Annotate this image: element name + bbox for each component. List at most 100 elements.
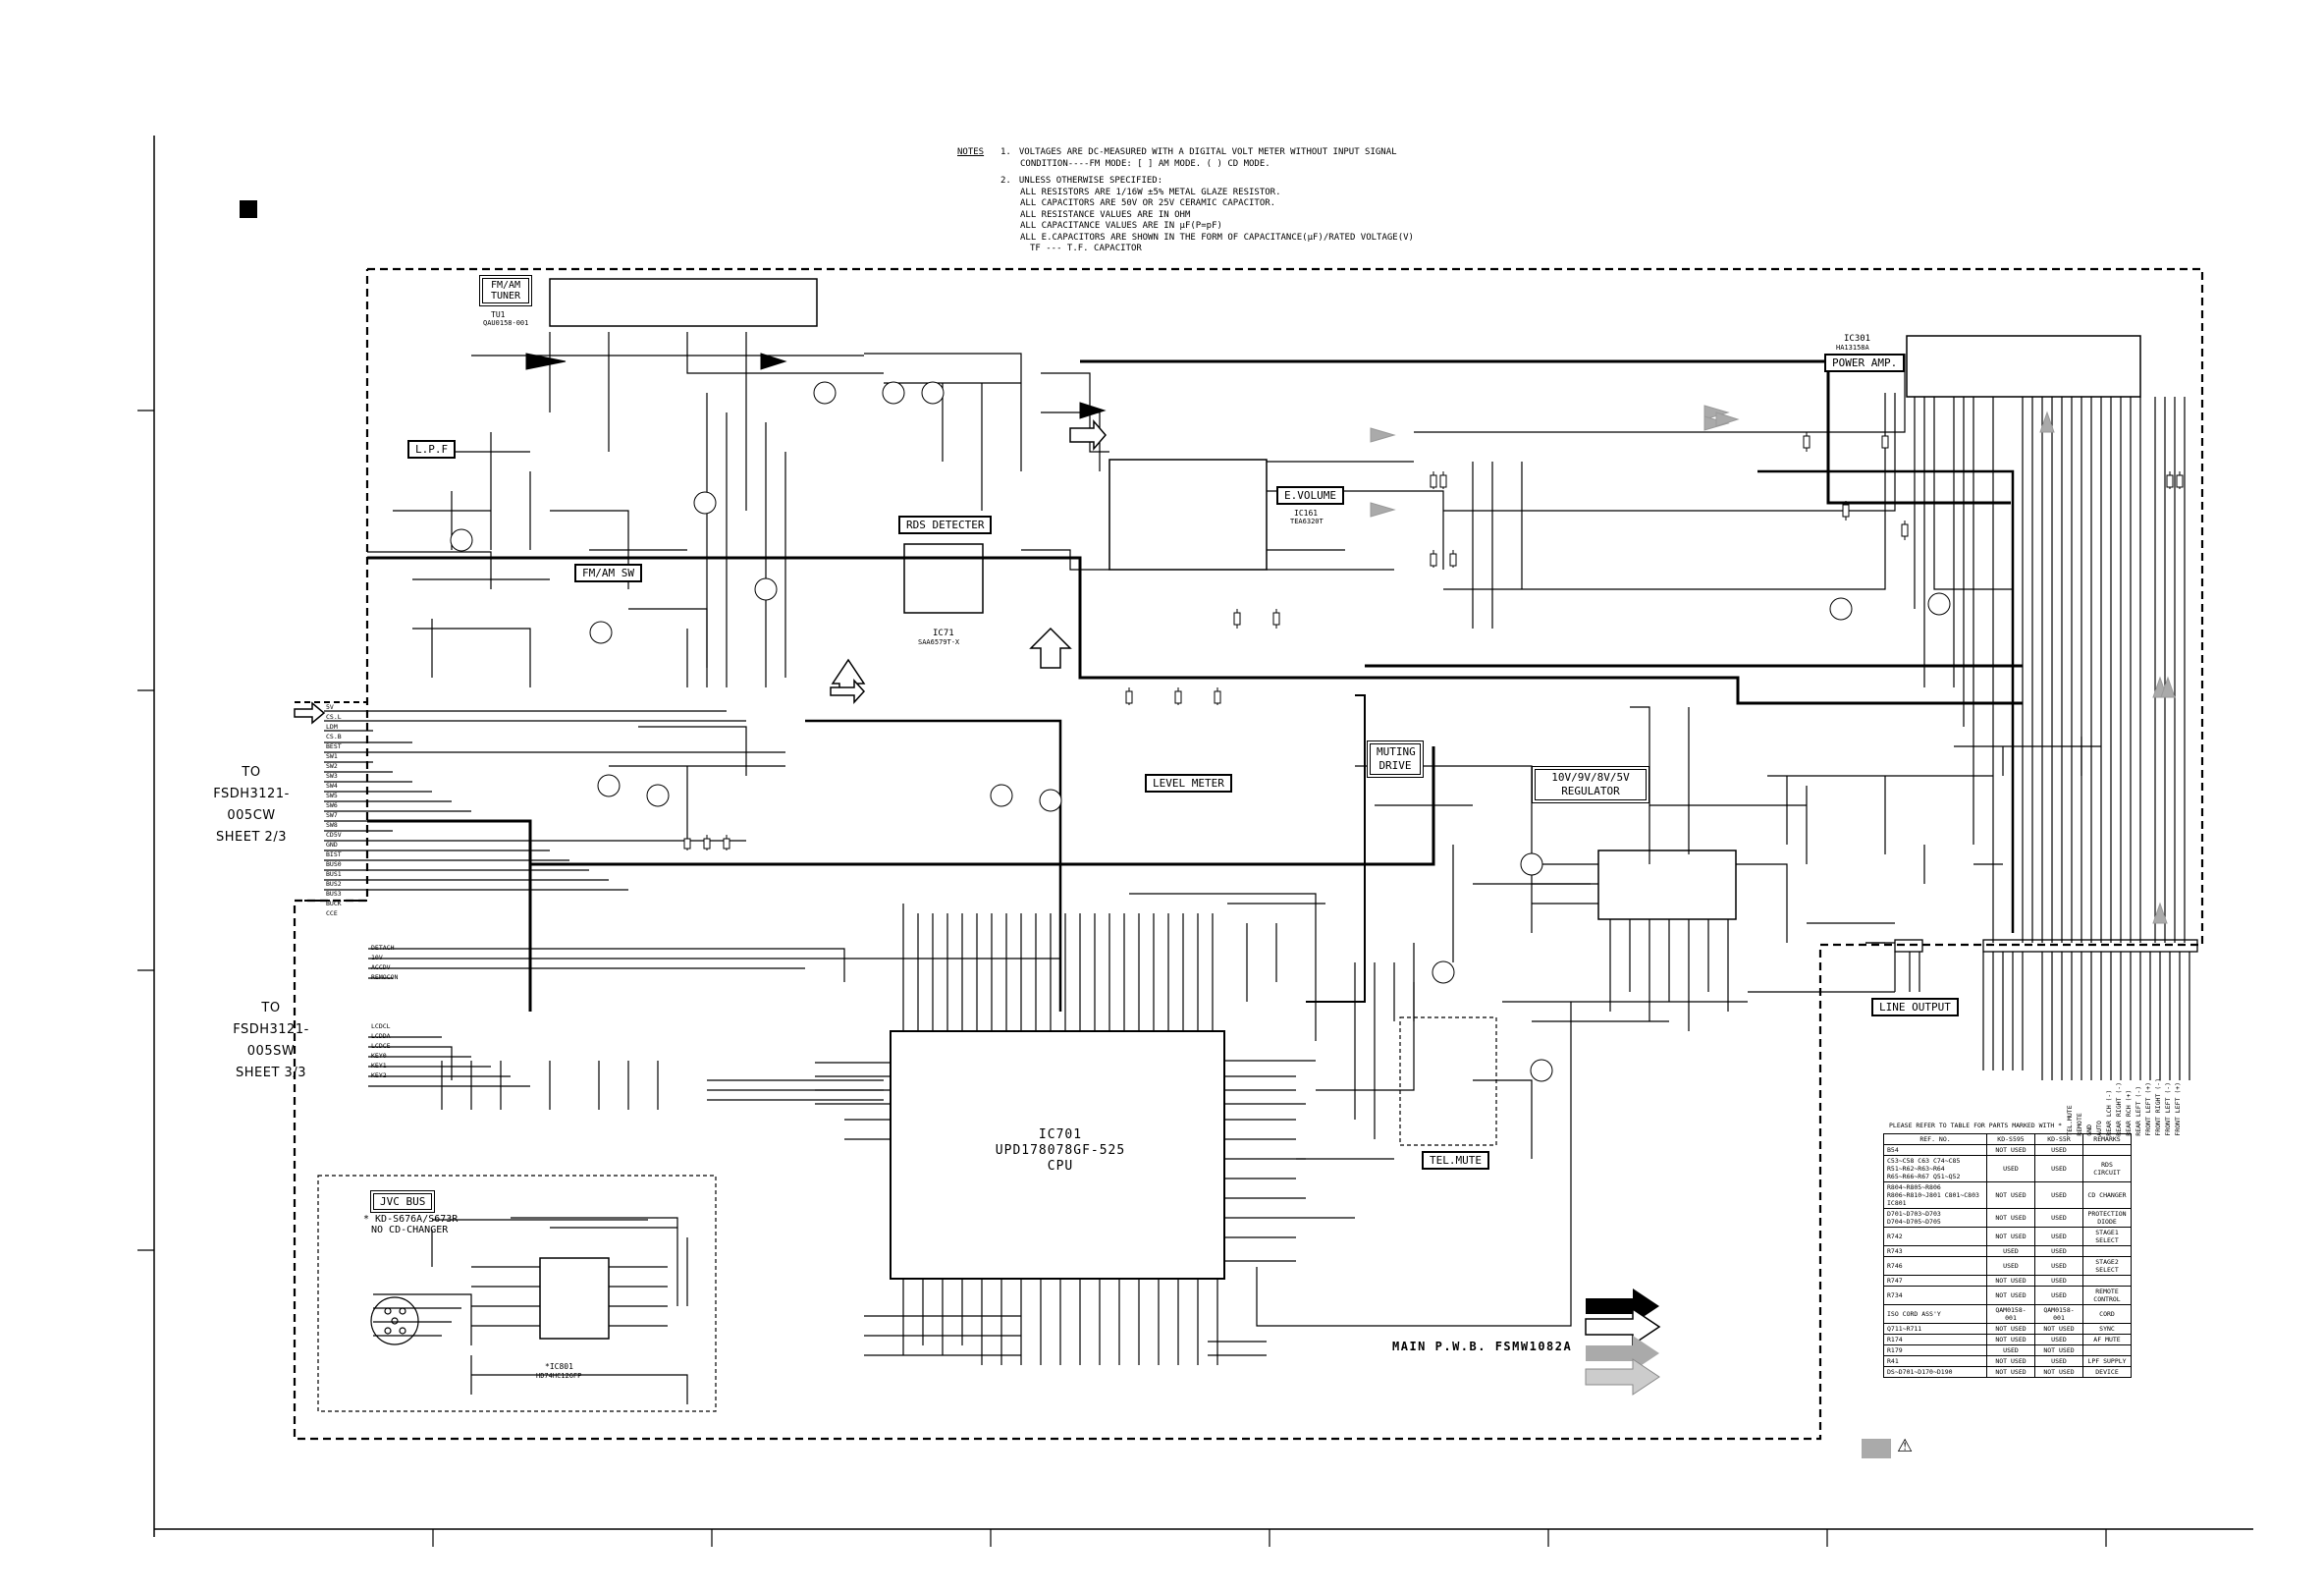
output-pin: FRONT LEFT (+)	[2174, 1081, 2182, 1136]
table-cell: SYNC	[2082, 1323, 2132, 1335]
table-cell: USED	[2034, 1355, 2083, 1367]
table-cell: USED	[2034, 1208, 2083, 1228]
parts-table-note: PLEASE REFER TO TABLE FOR PARTS MARKED W…	[1889, 1122, 2063, 1129]
note-line: ALL RESISTORS ARE 1/16W ±5% METAL GLAZE …	[1020, 187, 1281, 197]
table-cell: NOT USED	[2034, 1323, 2083, 1335]
tuner-label: FM/AM TUNER	[479, 275, 532, 306]
cpu-label: IC701 UPD178078GF-525 CPU	[982, 1127, 1139, 1175]
connector-pin: LCDDA	[371, 1032, 391, 1040]
power-ic-ref: IC301	[1844, 334, 1871, 344]
table-cell: NOT USED	[1986, 1366, 2035, 1378]
connector-pin: LCDCL	[371, 1022, 391, 1030]
table-cell: C53~C58 C63 C74~C85 R51~R62~R63~R64 R65~…	[1883, 1155, 1987, 1182]
note-num: 2.	[1000, 176, 1011, 186]
table-cell: R746	[1883, 1256, 1987, 1276]
connector-cn2-pins: DETACH 10V ACCDV REMOCON LCDCL LCDDA LCD…	[371, 943, 398, 1080]
table-cell: STAGE1 SELECT	[2082, 1227, 2132, 1246]
connector-pin: KEY0	[371, 1052, 387, 1060]
table-cell: R41	[1883, 1355, 1987, 1367]
muting-drive-label: MUTING DRIVE	[1367, 740, 1424, 778]
safety-grey-swatch	[1862, 1439, 1891, 1458]
cpu-part: UPD178078GF-525	[995, 1143, 1126, 1158]
table-cell: USED	[1986, 1155, 2035, 1182]
cpu-name: CPU	[1047, 1159, 1074, 1174]
ic801-ref: *IC801	[545, 1362, 573, 1371]
connector-pin: ACCDV	[371, 963, 391, 971]
table-cell: R747	[1883, 1275, 1987, 1287]
table-cell: R742	[1883, 1227, 1987, 1246]
sheet-ref-line: SHEET 2/3	[216, 830, 287, 845]
connector-pin: REMOCON	[371, 973, 399, 981]
table-cell	[2082, 1245, 2132, 1257]
table-cell: USED	[2034, 1286, 2083, 1305]
note-line: TF --- T.F. CAPACITOR	[1030, 244, 1142, 253]
table-header-cell: KD-S595	[1986, 1133, 2035, 1145]
output-pin: REAR RIGHT (-)	[2115, 1081, 2123, 1136]
table-cell: R734	[1883, 1286, 1987, 1305]
connector-pin: SW7	[326, 811, 338, 819]
note-line: ALL CAPACITANCE VALUES ARE IN µF(P=pF)	[1020, 221, 1222, 231]
table-row: R804~R805~R806 R806~R810~J801 C801~C803 …	[1883, 1181, 2132, 1209]
table-cell: STAGE2 SELECT	[2082, 1256, 2132, 1276]
table-row: C53~C58 C63 C74~C85 R51~R62~R63~R64 R65~…	[1883, 1155, 2132, 1182]
output-pin: FRONT LEFT (+)	[2144, 1081, 2152, 1136]
table-cell: USED	[2034, 1144, 2083, 1156]
table-cell: CD CHANGER	[2082, 1181, 2132, 1209]
output-pin: GND	[2085, 1124, 2093, 1136]
connector-pin: BUS0	[326, 860, 342, 868]
output-pin: REAR LEFT (-)	[2135, 1085, 2142, 1136]
table-cell: USED	[2034, 1181, 2083, 1209]
connector-pin: CS.L	[326, 713, 342, 721]
table-cell: NOT USED	[1986, 1323, 2035, 1335]
table-cell: REMOTE CONTROL	[2082, 1286, 2132, 1305]
table-cell: USED	[1986, 1344, 2035, 1356]
table-header-row: REF. NO. KD-S595 KD-S5R REMARKS	[1883, 1133, 2132, 1145]
notes-header: NOTES	[957, 147, 985, 157]
level-meter-label: LEVEL METER	[1145, 774, 1232, 793]
table-cell: NOT USED	[1986, 1355, 2035, 1367]
tuner-part: QAU0158-001	[483, 319, 529, 327]
rds-ic-part: SAA6579T-X	[918, 638, 960, 646]
output-pin: TEL.MUTE	[2066, 1105, 2074, 1136]
note-line: CONDITION----FM MODE: [ ] AM MODE. ( ) C…	[1020, 158, 1270, 169]
table-cell: USED	[2034, 1275, 2083, 1287]
connector-pin: SW4	[326, 782, 338, 790]
table-cell: R179	[1883, 1344, 1987, 1356]
output-pin: AUTO	[2095, 1121, 2103, 1136]
table-cell	[2082, 1144, 2132, 1156]
table-cell: R174	[1883, 1334, 1987, 1345]
cd-changer-note-1: * KD-S676A/S673R	[363, 1214, 459, 1225]
table-cell: QAM0158-001	[2034, 1304, 2083, 1324]
connector-pin: GND	[326, 841, 338, 849]
cpu-ref: IC701	[1038, 1127, 1083, 1142]
connector-pin: 5V	[326, 703, 334, 711]
connector-pin: LCDCE	[371, 1042, 391, 1050]
connector-pin: SW8	[326, 821, 338, 829]
table-cell: NOT USED	[1986, 1227, 2035, 1246]
connector-pin: SW3	[326, 772, 338, 780]
note-line: ALL E.CAPACITORS ARE SHOWN IN THE FORM O…	[1020, 232, 1414, 243]
evolume-ic-ref: IC161	[1294, 509, 1319, 518]
note-line: ALL CAPACITORS ARE 50V OR 25V CERAMIC CA…	[1020, 198, 1276, 208]
connector-pin: KEY2	[371, 1071, 387, 1079]
connector-pin: CCE	[326, 909, 338, 917]
sheet-ref-line: FSDH3121-005SW	[233, 1022, 309, 1059]
connector-pin: SW2	[326, 762, 338, 770]
table-cell	[2082, 1344, 2132, 1356]
table-cell: NOT USED	[1986, 1334, 2035, 1345]
table-cell: DEVICE	[2082, 1366, 2132, 1378]
table-header-cell: REF. NO.	[1883, 1133, 1987, 1145]
connector-pin: DETACH	[371, 944, 395, 952]
notes-block: NOTES 1.VOLTAGES ARE DC-MEASURED WITH A …	[957, 147, 1414, 255]
connector-pin: CD5V	[326, 831, 342, 839]
fmam-sw-label: FM/AM SW	[574, 564, 642, 582]
table-cell: NOT USED	[2034, 1366, 2083, 1378]
